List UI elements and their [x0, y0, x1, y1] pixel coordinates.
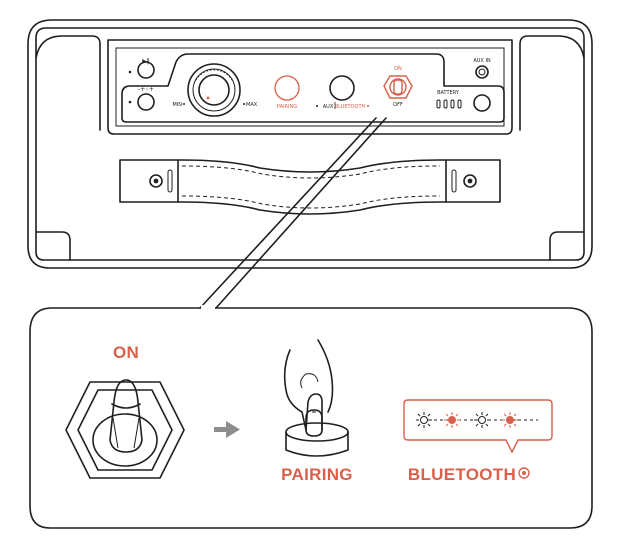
toggle-switch-icon	[65, 379, 185, 479]
handle-screw-right	[463, 174, 477, 188]
blink-star-icon	[502, 412, 518, 428]
power-toggle-switch[interactable]: ON OFF	[383, 66, 413, 108]
aux-in-jack[interactable]: AUX IN	[473, 58, 491, 79]
handle-screw-left	[149, 174, 163, 188]
callout-pairing-label: PAIRING	[281, 465, 353, 484]
aux-in-label: AUX IN	[473, 58, 491, 64]
panel-on-label: ON	[394, 66, 402, 72]
arrow-right-icon	[214, 421, 240, 438]
pressing-hand-icon	[283, 339, 334, 437]
play-pause-icon: ▶‖	[142, 58, 150, 65]
callout-bluetooth-indicator: BLUETOOTH	[403, 399, 553, 484]
callout-pairing-step: PAIRING	[281, 339, 353, 484]
charge-port[interactable]	[473, 94, 491, 112]
pairing-button-closeup	[285, 409, 349, 457]
bluetooth-led	[518, 467, 530, 479]
volume-plus-minus-icon: -+◦+	[138, 86, 154, 93]
callout-panel	[29, 305, 593, 529]
battery-label: BATTERY	[437, 90, 460, 96]
pairing-button[interactable]: PAIRING	[274, 75, 300, 110]
battery-indicator: BATTERY	[436, 90, 462, 109]
callout-power-switch: ON	[65, 343, 185, 479]
volume-button[interactable]: -+◦+	[128, 86, 155, 111]
callout-on-label: ON	[113, 343, 139, 362]
blink-star-icon	[416, 412, 432, 428]
pairing-button-label: PAIRING	[277, 104, 297, 110]
volume-knob[interactable]: MIN MAX	[172, 63, 258, 117]
volume-min-label: MIN	[172, 102, 182, 108]
blink-star-icon	[474, 412, 490, 428]
panel-off-label: OFF	[393, 102, 403, 108]
blink-star-icon	[444, 412, 460, 428]
callout-leader	[199, 117, 387, 309]
callout-bluetooth-label: BLUETOOTH	[408, 465, 516, 484]
speaker-body	[27, 19, 593, 269]
bluetooth-label: BLUETOOTH	[335, 104, 366, 110]
aux-label: AUX	[323, 104, 334, 110]
carry-handle[interactable]	[119, 159, 501, 215]
aux-bluetooth-button[interactable]: AUX BLUETOOTH	[316, 75, 369, 110]
volume-max-label: MAX	[246, 102, 258, 108]
play-pause-button[interactable]: ▶‖	[128, 58, 155, 79]
